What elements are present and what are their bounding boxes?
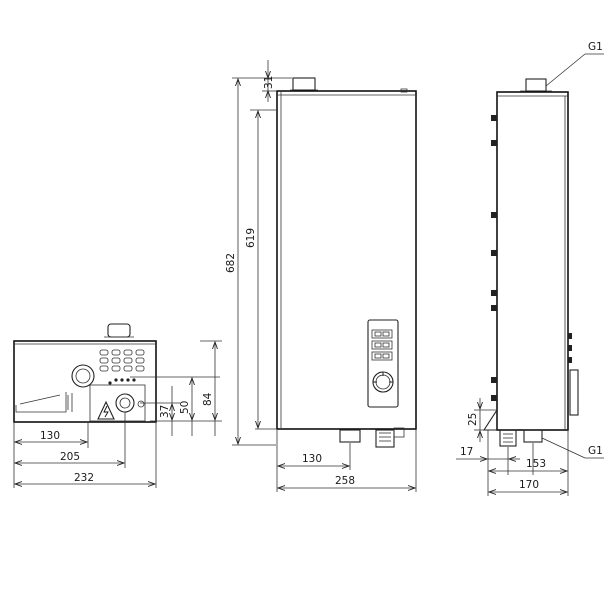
dim-170: 170 [519, 479, 539, 491]
vent-slots [99, 349, 145, 372]
indicator-2 [371, 340, 393, 350]
bottom-view-top-connector [107, 323, 131, 338]
dim-37: 37 [159, 405, 171, 418]
side-bottom-gland [499, 429, 517, 447]
dim-31: 31 [263, 76, 275, 89]
dim-84: 84 [202, 392, 214, 406]
side-bracket [569, 369, 579, 416]
control-panel [367, 319, 399, 408]
dim-153: 153 [526, 458, 546, 470]
side-top-fitting [525, 78, 547, 92]
dim-232: 232 [74, 472, 94, 484]
bottom-view-body [13, 340, 157, 423]
bottom-view-pipe-circle [71, 364, 95, 388]
dim-50: 50 [179, 401, 191, 414]
front-view: 31 619 682 130 258 [225, 60, 417, 492]
dim-682: 682 [225, 253, 237, 273]
label-g1-top: G1 [588, 41, 603, 53]
label-g1-bottom: G1 [588, 445, 603, 457]
dim-130-front: 130 [302, 453, 322, 465]
high-voltage-warning-icon [97, 400, 115, 420]
front-bottom-gland [375, 429, 395, 448]
side-view: G1 G1 25 17 153 170 [456, 41, 604, 496]
dim-17: 17 [460, 446, 473, 458]
dim-619: 619 [245, 228, 257, 248]
dim-258: 258 [335, 475, 355, 487]
bottom-view-inner-panel [89, 384, 146, 422]
front-body [276, 90, 417, 430]
cable-gland-circle [115, 393, 135, 413]
front-bottom-fitting-left [339, 429, 361, 443]
dim-205: 205 [60, 451, 80, 463]
indicator-1 [371, 329, 393, 339]
dim-130-bottom: 130 [40, 430, 60, 442]
front-top-fitting [292, 77, 316, 91]
bottom-view: 130 205 232 37 50 84 [13, 323, 222, 488]
dim-25: 25 [467, 413, 479, 426]
screw-dots [108, 378, 136, 385]
side-tabs [491, 115, 572, 401]
side-bottom-fitting [523, 429, 543, 443]
side-body [496, 91, 569, 431]
indicator-3 [371, 351, 393, 361]
